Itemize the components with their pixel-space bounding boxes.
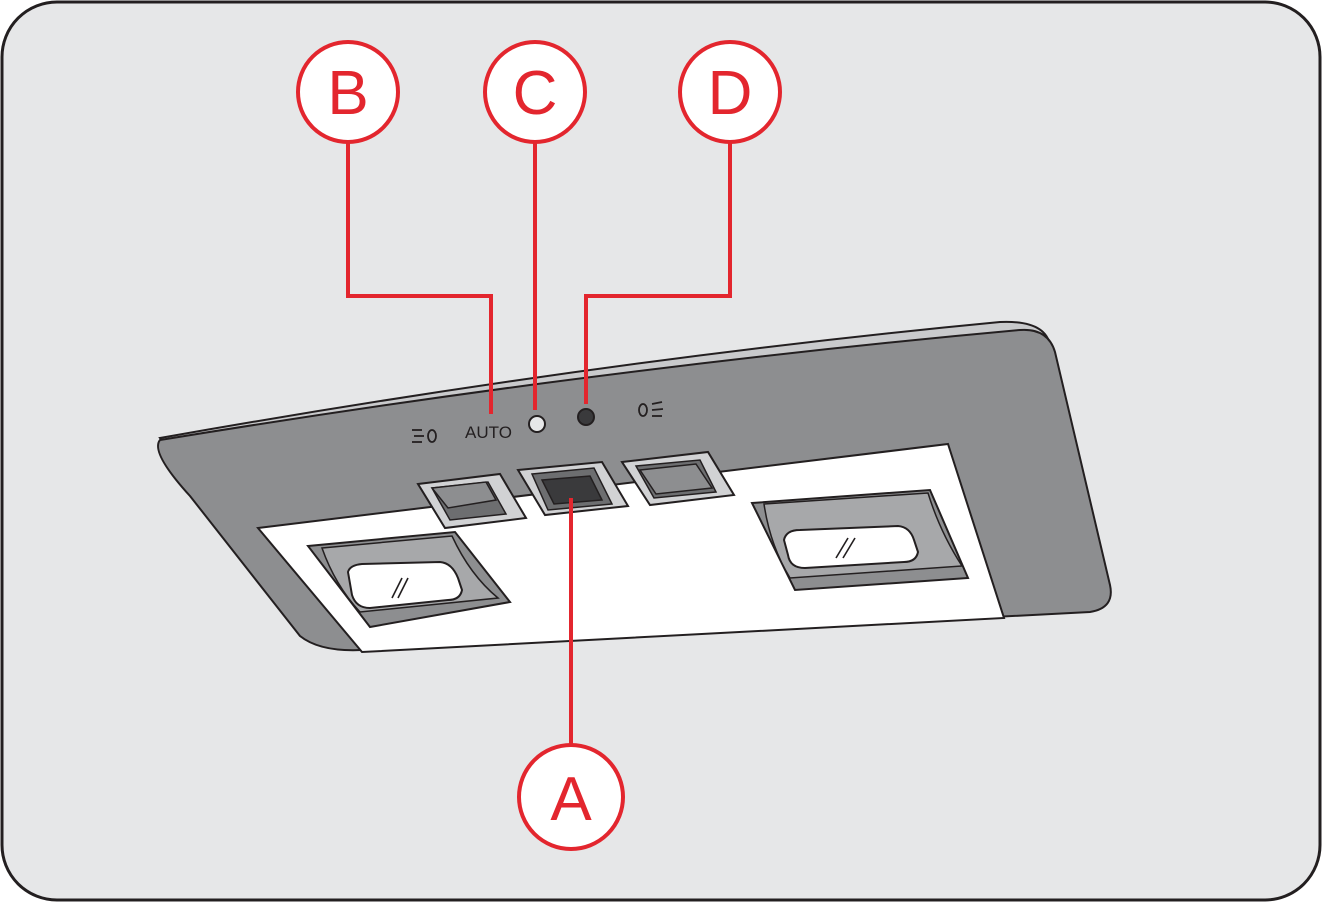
callout-d: D bbox=[678, 40, 782, 144]
leader-b bbox=[346, 143, 493, 414]
center-switch-button[interactable] bbox=[540, 475, 604, 505]
callout-a-label: A bbox=[550, 765, 592, 834]
center-switch[interactable] bbox=[516, 460, 630, 517]
callout-b: B bbox=[296, 40, 400, 144]
left-lamp-switch[interactable] bbox=[416, 472, 528, 530]
mirror-glass-icon bbox=[835, 537, 856, 559]
right-vanity-mirror[interactable] bbox=[750, 488, 970, 592]
indicator-light bbox=[577, 408, 595, 426]
callout-c: C bbox=[483, 40, 587, 144]
callout-d-label: D bbox=[708, 59, 753, 128]
left-vanity-mirror[interactable] bbox=[306, 530, 512, 629]
callout-c-label: C bbox=[513, 59, 558, 128]
auto-label: AUTO bbox=[465, 423, 512, 442]
callout-a: A bbox=[517, 743, 625, 851]
lamp-beam-left-icon bbox=[412, 429, 437, 443]
callout-leaders bbox=[346, 143, 732, 745]
right-lamp-switch[interactable] bbox=[620, 450, 736, 507]
lamp-beam-right-icon bbox=[638, 401, 664, 417]
leader-d bbox=[584, 143, 732, 404]
light-sensor bbox=[528, 415, 546, 433]
mirror-glass-icon bbox=[391, 577, 409, 599]
callout-b-label: B bbox=[327, 59, 368, 128]
